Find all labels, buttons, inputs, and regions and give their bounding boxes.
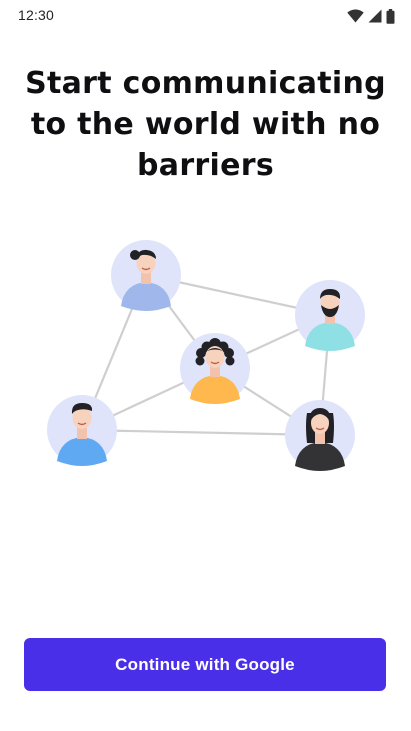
avatar-man-beard <box>295 280 365 351</box>
avatar-woman-long-hair <box>285 400 355 471</box>
status-icons <box>347 8 395 24</box>
onboarding-headline: Start communicating to the world with no… <box>25 66 386 183</box>
wifi-icon <box>347 9 364 23</box>
continue-with-google-button[interactable]: Continue with Google <box>24 638 386 691</box>
cellular-signal-icon <box>368 9 382 23</box>
people-network-illustration <box>47 240 365 471</box>
avatar-woman-curly-hair <box>180 333 250 404</box>
status-bar: 12:30 <box>0 0 411 32</box>
status-time: 12:30 <box>18 7 55 23</box>
avatar-man-short-hair <box>47 395 117 466</box>
avatar-woman-hair-bun <box>111 240 181 311</box>
battery-icon <box>386 8 395 24</box>
